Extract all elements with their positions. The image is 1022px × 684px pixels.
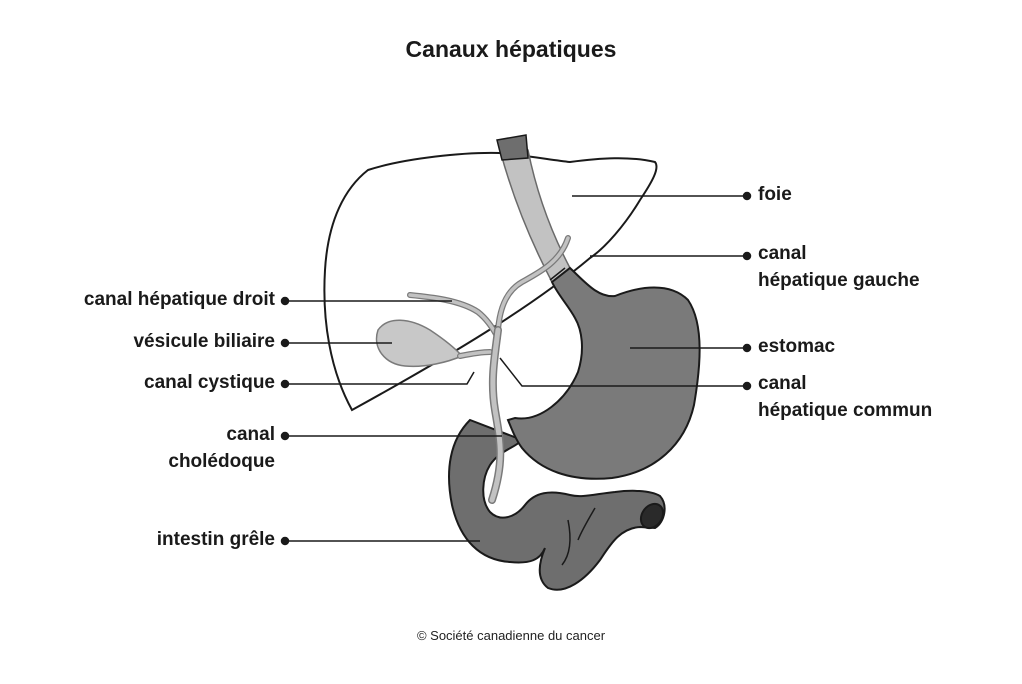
label-canal-hepatique-commun: canal hépatique commun xyxy=(758,373,933,421)
leader-lines xyxy=(280,191,752,546)
dot-estomac xyxy=(742,343,752,353)
dot-foie xyxy=(742,191,752,201)
intestine-opening xyxy=(639,502,665,530)
dot-droit xyxy=(280,296,290,306)
label-estomac: estomac xyxy=(758,336,836,357)
dot-choledoque xyxy=(280,431,290,441)
label-canal-hepatique-gauche: canal hépatique gauche xyxy=(758,243,920,291)
copyright-credit: © Société canadienne du cancer xyxy=(416,628,606,643)
label-canal-choledoque: canal cholédoque xyxy=(168,424,275,472)
dot-intestin xyxy=(280,536,290,546)
bile-ducts xyxy=(407,235,571,504)
label-canal-hepatique-droit: canal hépatique droit xyxy=(83,289,275,310)
stomach-shape xyxy=(506,266,701,480)
label-intestin-grele: intestin grêle xyxy=(156,529,275,550)
leader-cystique xyxy=(287,371,475,385)
dot-gauche xyxy=(742,251,752,261)
esophagus-upper xyxy=(496,134,529,161)
diagram-title: Canaux hépatiques xyxy=(405,36,617,62)
dot-commun xyxy=(742,381,752,391)
leader-gauche-a xyxy=(549,267,566,281)
leader-commun xyxy=(499,357,745,387)
intestine-fold-2 xyxy=(577,507,596,541)
label-vesicule-biliaire: vésicule biliaire xyxy=(133,331,275,352)
label-foie: foie xyxy=(758,184,792,205)
intestine-fold xyxy=(561,519,571,566)
label-canal-cystique: canal cystique xyxy=(144,372,275,393)
dot-vesicule xyxy=(280,338,290,348)
dot-cystique xyxy=(280,379,290,389)
